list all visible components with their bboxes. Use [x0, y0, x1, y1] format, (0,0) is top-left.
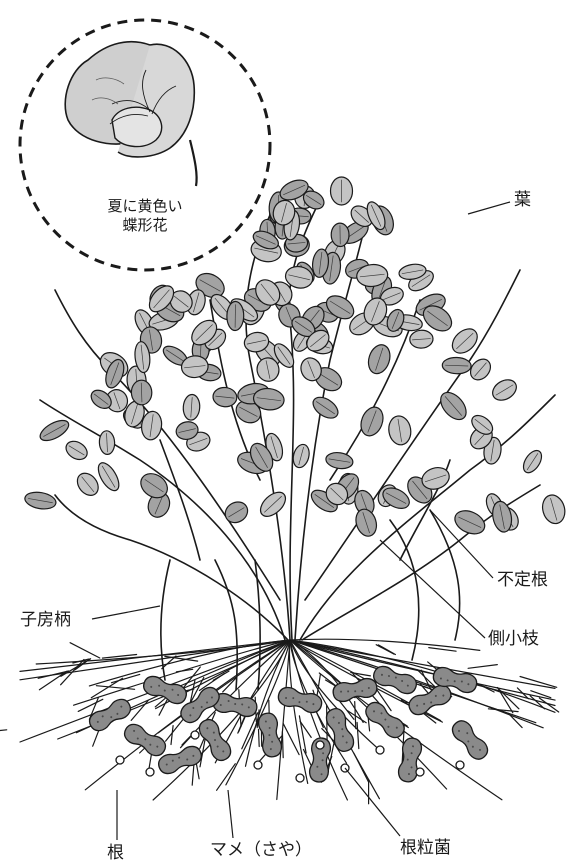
leaf: [387, 414, 413, 446]
leaf: [182, 394, 200, 421]
root-strand: [36, 640, 290, 664]
leaf: [539, 492, 568, 526]
pod: [121, 721, 168, 759]
leaf: [291, 443, 312, 470]
label-root: 根: [107, 845, 124, 862]
pod: [257, 712, 283, 759]
leaf: [436, 388, 471, 425]
label-pod: マメ（さや）: [210, 842, 312, 859]
root-nodule: [254, 761, 262, 769]
label-gynophore: 子房柄: [20, 612, 71, 629]
leaf: [227, 301, 244, 330]
leaf: [73, 469, 102, 499]
leaf: [37, 416, 72, 444]
root-branchlet: [78, 699, 103, 711]
leaf: [99, 430, 115, 454]
leaf: [212, 386, 238, 408]
leaf: [309, 393, 341, 422]
leaf: [24, 490, 58, 511]
root-branchlet: [217, 764, 236, 791]
root-branchlet: [0, 730, 7, 733]
leaf: [221, 498, 251, 527]
pod: [449, 717, 492, 763]
leaf: [325, 451, 354, 471]
gynophore-3: [430, 510, 460, 640]
gynophore-2: [390, 520, 419, 660]
flower-caption-line1: 夏に黄色い: [70, 197, 220, 216]
root-strand: [289, 640, 307, 783]
root-branchlet: [429, 648, 456, 652]
label-leaf: 葉: [514, 192, 531, 209]
root-branchlet: [171, 726, 173, 745]
leaf: [353, 507, 380, 539]
pod: [276, 685, 323, 714]
leader-root-nodule: [345, 768, 400, 836]
leaf: [357, 404, 387, 439]
root-nodule: [456, 761, 464, 769]
root-branchlet: [468, 665, 497, 669]
leader-lateral-branch: [380, 540, 485, 638]
root-nodule: [296, 774, 304, 782]
root-branchlet: [259, 729, 260, 746]
label-lateral-branch: 側小枝: [488, 631, 539, 648]
leaf: [365, 342, 394, 376]
leaf: [331, 177, 353, 205]
leaf: [331, 223, 349, 247]
leader-leaf: [468, 202, 510, 214]
root-nodule: [146, 768, 154, 776]
root-branchlet: [378, 645, 395, 655]
leaf: [409, 330, 433, 349]
stem-0: [246, 215, 290, 640]
root-nodule: [416, 768, 424, 776]
leader-gynophore: [92, 606, 160, 619]
root-nodule: [116, 756, 124, 764]
root-nodule: [376, 746, 384, 754]
leaf: [442, 357, 471, 374]
leaf: [451, 506, 488, 538]
label-adventitious-root: 不定根: [497, 572, 548, 589]
flower-caption: 夏に黄色い 蝶形花: [70, 197, 220, 235]
root-system: [0, 639, 559, 804]
leaf: [448, 324, 482, 358]
label-root-nodule: 根粒菌: [400, 840, 451, 857]
root-nodule: [316, 741, 324, 749]
root-branchlet: [354, 753, 369, 781]
root-branchlet: [39, 671, 67, 690]
stem-4: [55, 495, 288, 640]
root-branchlet: [357, 723, 359, 749]
leaf: [489, 376, 520, 405]
leaf: [63, 438, 91, 464]
leaf: [520, 447, 545, 476]
flower-caption-line2: 蝶形花: [70, 216, 220, 235]
leaf: [131, 380, 152, 405]
root-branchlet: [70, 643, 100, 658]
leader-pod: [228, 790, 233, 838]
root-nodule: [191, 731, 199, 739]
